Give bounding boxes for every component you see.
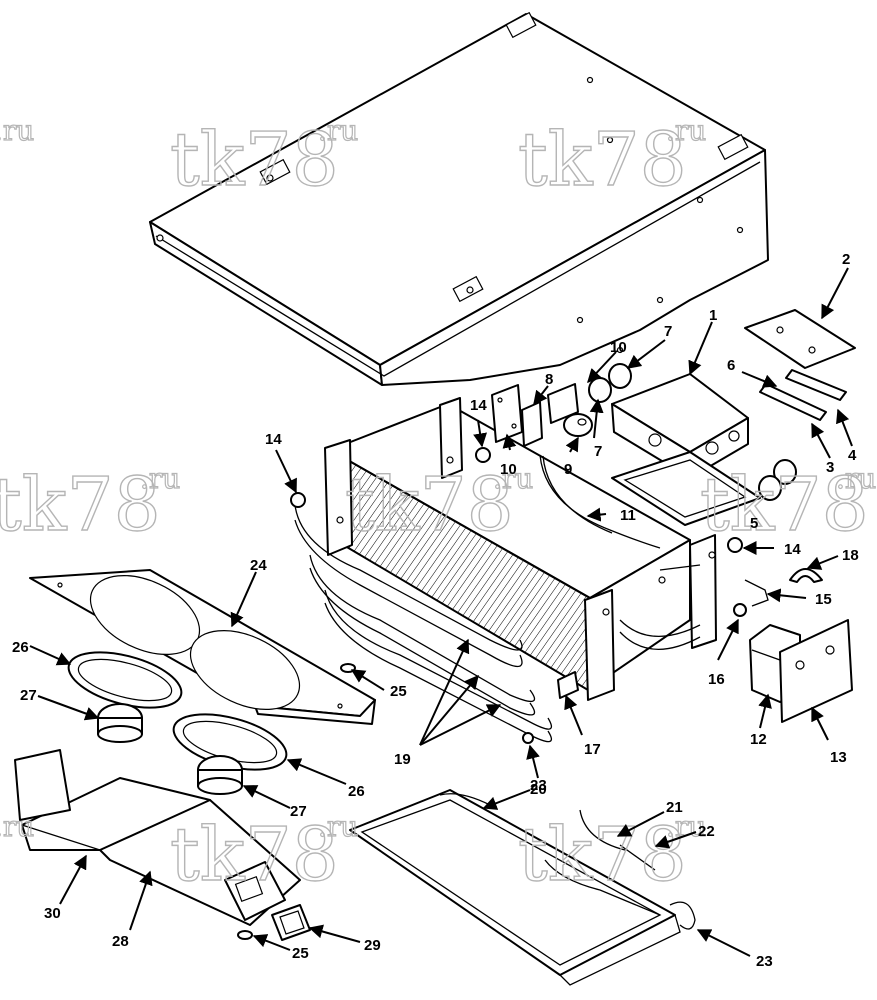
grommet-9 [563,413,593,437]
callout-30: 30 [44,905,61,922]
callout-5: 5 [750,515,758,532]
callout-7a: 7 [664,323,672,340]
callout-27b: 27 [290,803,307,820]
callout-29: 29 [364,937,381,954]
fan-motors-27 [97,703,243,795]
relay-8 [521,401,543,447]
callout-12: 12 [750,731,767,748]
wire-harness-11 [539,454,661,549]
watermark-text: tk78 [700,462,869,548]
callout-25b: 25 [292,945,309,962]
callout-27a: 27 [20,687,37,704]
callout-14b: 14 [265,431,282,448]
callout-23b: 23 [756,953,773,970]
callout-23a: 23 [530,777,547,794]
watermark-suffix: .ru [836,462,876,495]
watermarks: tk78 .ru tk78 .ru tk78 .ru tk78 .ru tk78… [0,113,877,898]
cable-glands-7 [588,363,797,501]
drain-tubes-21-22 [579,809,656,871]
thermostat-plate-10b [547,383,579,424]
callout-18: 18 [842,547,859,564]
top-cover-panel [149,11,769,386]
watermark-suffix: .ru [0,114,34,147]
thermostat-plate-10a [491,384,523,443]
callout-14a: 14 [470,397,487,414]
callout-26a: 26 [12,639,29,656]
grommets-14 [290,447,743,553]
washers-25 [237,663,356,940]
callout-26b: 26 [348,783,365,800]
washer-20 [522,732,534,744]
watermark-text: tk78 [0,462,161,548]
fan-gaskets-26 [67,651,288,771]
callout-24: 24 [250,557,267,574]
seal-16 [733,603,747,617]
box-cover-2 [744,309,856,369]
callout-9: 9 [564,461,572,478]
callout-21: 21 [666,799,683,816]
callout-16: 16 [708,671,725,688]
callout-28: 28 [112,933,129,950]
callout-8: 8 [545,371,553,388]
callout-25a: 25 [390,683,407,700]
callout-10a: 10 [610,339,627,356]
callout-17: 17 [584,741,601,758]
watermark-text: tk78 [345,462,514,548]
box-lid-5 [611,451,761,526]
terminal-strips-3-4 [759,369,847,421]
clip-18 [789,568,823,583]
watermark-suffix: .ru [0,810,34,843]
duct-channel-28 [99,799,301,926]
watermark-text: tk78 [170,812,339,898]
callout-labels: 1 2 3 4 5 6 7 7 8 9 10 10 11 12 13 14 14… [12,251,859,970]
gasket-29 [271,904,311,941]
callout-14c: 14 [784,541,801,558]
callout-6: 6 [727,357,735,374]
callout-13: 13 [830,749,847,766]
watermark-text: tk78 [170,117,339,203]
fitting-17 [557,671,579,699]
callout-2: 2 [842,251,850,268]
evaporator-coil [324,397,717,701]
callout-10b: 10 [500,461,517,478]
watermark-text: tk78 [518,812,687,898]
watermark-suffix: .ru [493,462,533,495]
watermark-suffix: .ru [140,462,180,495]
callout-1: 1 [709,307,717,324]
watermark-suffix: .ru [318,810,358,843]
watermark-suffix: .ru [318,114,358,147]
callout-4: 4 [848,447,857,464]
tube-15 [744,579,769,607]
drain-pan-23 [349,789,696,986]
callout-22: 22 [698,823,715,840]
callout-7b: 7 [594,443,602,460]
callout-leaders [29,267,853,957]
callout-20: 20 [530,781,547,798]
watermark-suffix: .ru [666,810,706,843]
fan-mounting-plate-24 [29,569,376,725]
callout-11: 11 [620,507,636,524]
heater-tubes [294,504,553,743]
watermark-suffix: .ru [666,114,706,147]
watermark-text: tk78 [518,117,687,203]
callout-15: 15 [815,591,832,608]
callout-19: 19 [394,751,411,768]
callout-3: 3 [826,459,834,476]
mounting-bracket-13 [779,619,853,723]
